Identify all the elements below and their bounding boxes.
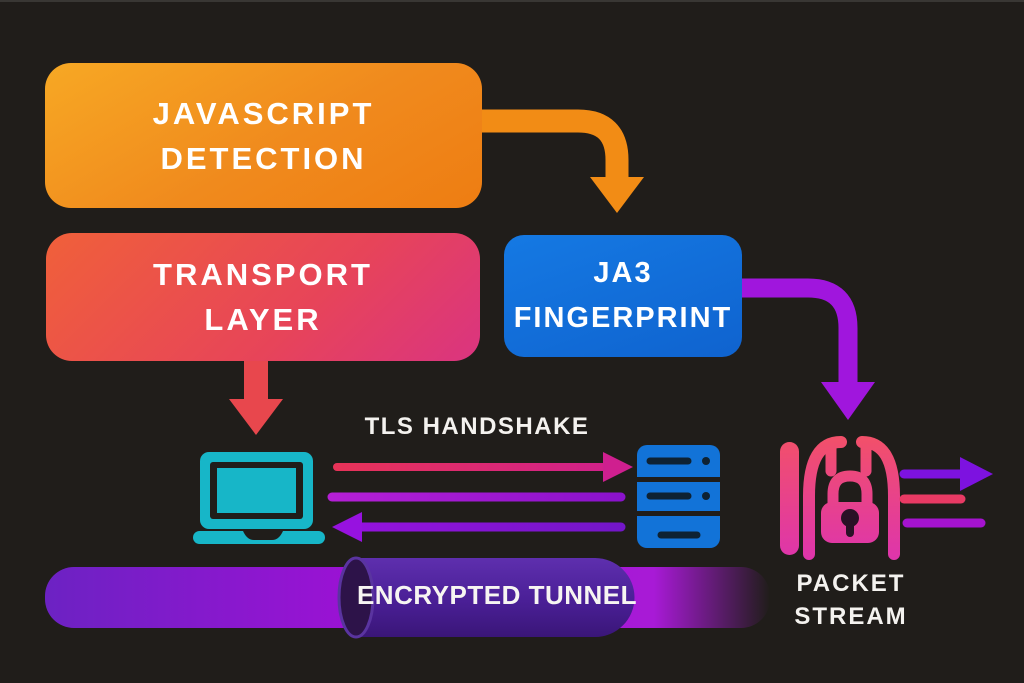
gate-arch-right: [856, 436, 900, 560]
laptop-icon: [193, 452, 325, 544]
gate-left-bar: [780, 442, 799, 555]
gate-arch-left: [803, 436, 847, 560]
node-transport-layer-line2: LAYER: [204, 302, 322, 337]
server-separator-1: [637, 477, 720, 482]
arrow-transport-head: [229, 399, 283, 435]
encrypted-tunnel-label: ENCRYPTED TUNNEL: [356, 580, 638, 610]
server-separator-2: [637, 511, 720, 516]
top-edge-line: [0, 0, 1024, 2]
tls-handshake-label: TLS HANDSHAKE: [364, 413, 590, 440]
node-javascript-detection-line1: JAVASCRIPT: [152, 95, 375, 131]
arrow-js-to-ja3: [482, 109, 644, 213]
arrow-js-to-ja3-head: [590, 177, 644, 213]
arrow-ja3-shaft: [741, 278, 858, 385]
padlock-shackle: [827, 470, 873, 507]
out-arrow-top-head: [960, 457, 993, 491]
server-rack-icon: [637, 445, 720, 548]
laptop-base-notch: [243, 531, 283, 540]
node-transport-layer: TRANSPORT LAYER: [46, 233, 480, 361]
tls-arrow-right-head: [603, 452, 633, 482]
node-ja3-fingerprint-line2: FINGERPRINT: [513, 302, 733, 334]
arrow-ja3-head: [821, 382, 875, 420]
packet-stream-label-line1: PACKET: [796, 570, 906, 597]
node-ja3-fingerprint-line1: JA3: [593, 257, 653, 289]
server-led-2: [702, 492, 710, 500]
arrow-js-to-ja3-shaft: [482, 109, 629, 180]
node-javascript-detection: JAVASCRIPT DETECTION: [45, 63, 482, 208]
laptop-screen: [217, 468, 296, 513]
node-ja3-fingerprint: JA3 FINGERPRINT: [504, 235, 742, 357]
packet-stream-label: PACKET STREAM: [775, 567, 927, 633]
encrypted-tunnel-tube: [45, 556, 770, 639]
tunnel-opening: [337, 556, 375, 639]
padlock-gate-icon: [780, 436, 900, 560]
padlock-keyhole: [841, 509, 859, 527]
packet-stream-label-line2: STREAM: [794, 603, 908, 630]
packet-stream-out-arrows: [899, 457, 993, 528]
tunnel-cylinder: [356, 558, 635, 637]
node-transport-layer-line1: TRANSPORT: [153, 257, 373, 292]
server-led-1: [702, 457, 710, 465]
arrow-transport-to-laptop: [229, 358, 283, 435]
node-javascript-detection-line2: DETECTION: [160, 140, 367, 176]
tls-handshake-arrows: [327, 452, 633, 542]
padlock-keyhole-stem: [846, 521, 854, 537]
arrow-ja3-to-packet-stream: [741, 278, 875, 420]
tls-arrow-left-head: [332, 512, 362, 542]
